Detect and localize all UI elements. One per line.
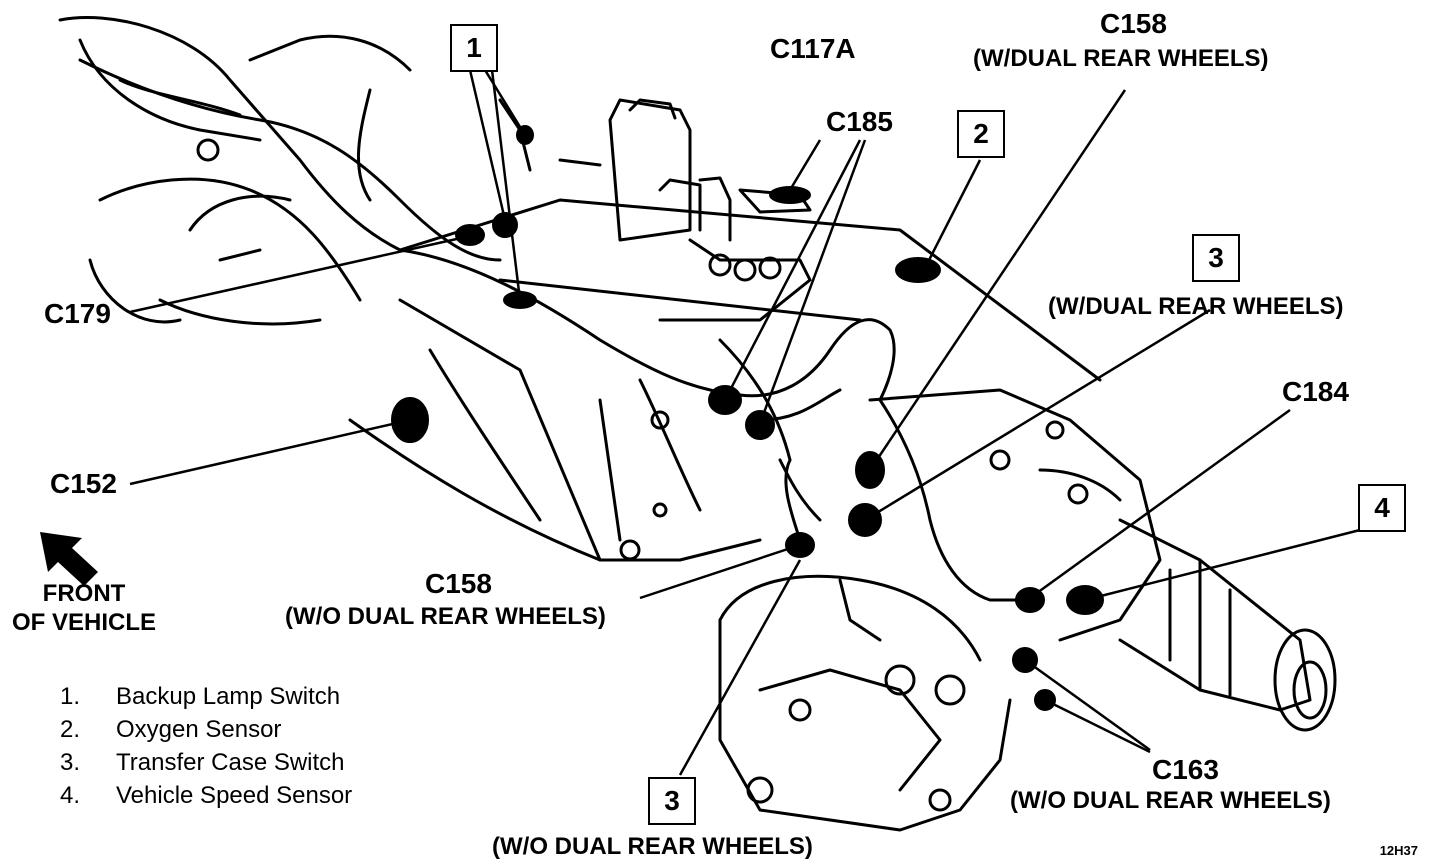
callout-2: 2 <box>957 110 1005 158</box>
legend-num: 4. <box>60 781 81 809</box>
legend: 1. Backup Lamp Switch 2. Oxygen Sensor 3… <box>60 680 352 812</box>
label-c185: C185 <box>826 106 893 137</box>
callout-3-bottom-note: (W/O DUAL REAR WHEELS) <box>492 833 813 860</box>
label-c117a: C117A <box>770 33 856 64</box>
label-c158-bottom-note: (W/O DUAL REAR WHEELS) <box>285 603 606 630</box>
callout-1: 1 <box>450 24 498 72</box>
legend-item: 3. Transfer Case Switch <box>60 746 352 779</box>
engine-block <box>58 16 412 326</box>
label-c163: C163 <box>1152 754 1219 785</box>
legend-label: Backup Lamp Switch <box>116 682 341 710</box>
leader-lines <box>129 69 1361 776</box>
front-of-vehicle-label: FRONT OF VEHICLE <box>0 580 168 638</box>
legend-num: 3. <box>60 748 81 776</box>
label-c158-top-note: (W/DUAL REAR WHEELS) <box>973 45 1269 72</box>
front-arrow-icon <box>40 532 98 586</box>
callout-3-top: 3 <box>1192 234 1240 282</box>
legend-num: 1. <box>60 682 81 710</box>
callout-3-top-note: (W/DUAL REAR WHEELS) <box>1048 293 1344 320</box>
label-c179: C179 <box>44 298 111 329</box>
output-extension <box>1118 518 1337 732</box>
legend-item: 1. Backup Lamp Switch <box>60 680 352 713</box>
transfer-case <box>718 388 1162 832</box>
front-line-1: FRONT <box>42 580 126 607</box>
label-c184: C184 <box>1282 376 1349 407</box>
legend-label: Vehicle Speed Sensor <box>116 781 353 809</box>
front-line-2: OF VEHICLE <box>11 608 156 636</box>
figure-id: 12H37 <box>1379 843 1418 858</box>
label-c158-bottom: C158 <box>425 568 492 599</box>
callout-3-bottom: 3 <box>648 777 696 825</box>
callout-4: 4 <box>1358 484 1406 532</box>
label-c158-top: C158 <box>1100 8 1167 39</box>
label-c152: C152 <box>50 468 117 499</box>
label-c163-note: (W/O DUAL REAR WHEELS) <box>1010 787 1331 814</box>
legend-label: Transfer Case Switch <box>116 748 345 776</box>
legend-item: 4. Vehicle Speed Sensor <box>60 779 352 812</box>
legend-num: 2. <box>60 715 81 743</box>
legend-label: Oxygen Sensor <box>116 715 282 743</box>
legend-item: 2. Oxygen Sensor <box>60 713 352 746</box>
shift-tower <box>608 98 812 322</box>
transmission-housing <box>348 198 1102 562</box>
